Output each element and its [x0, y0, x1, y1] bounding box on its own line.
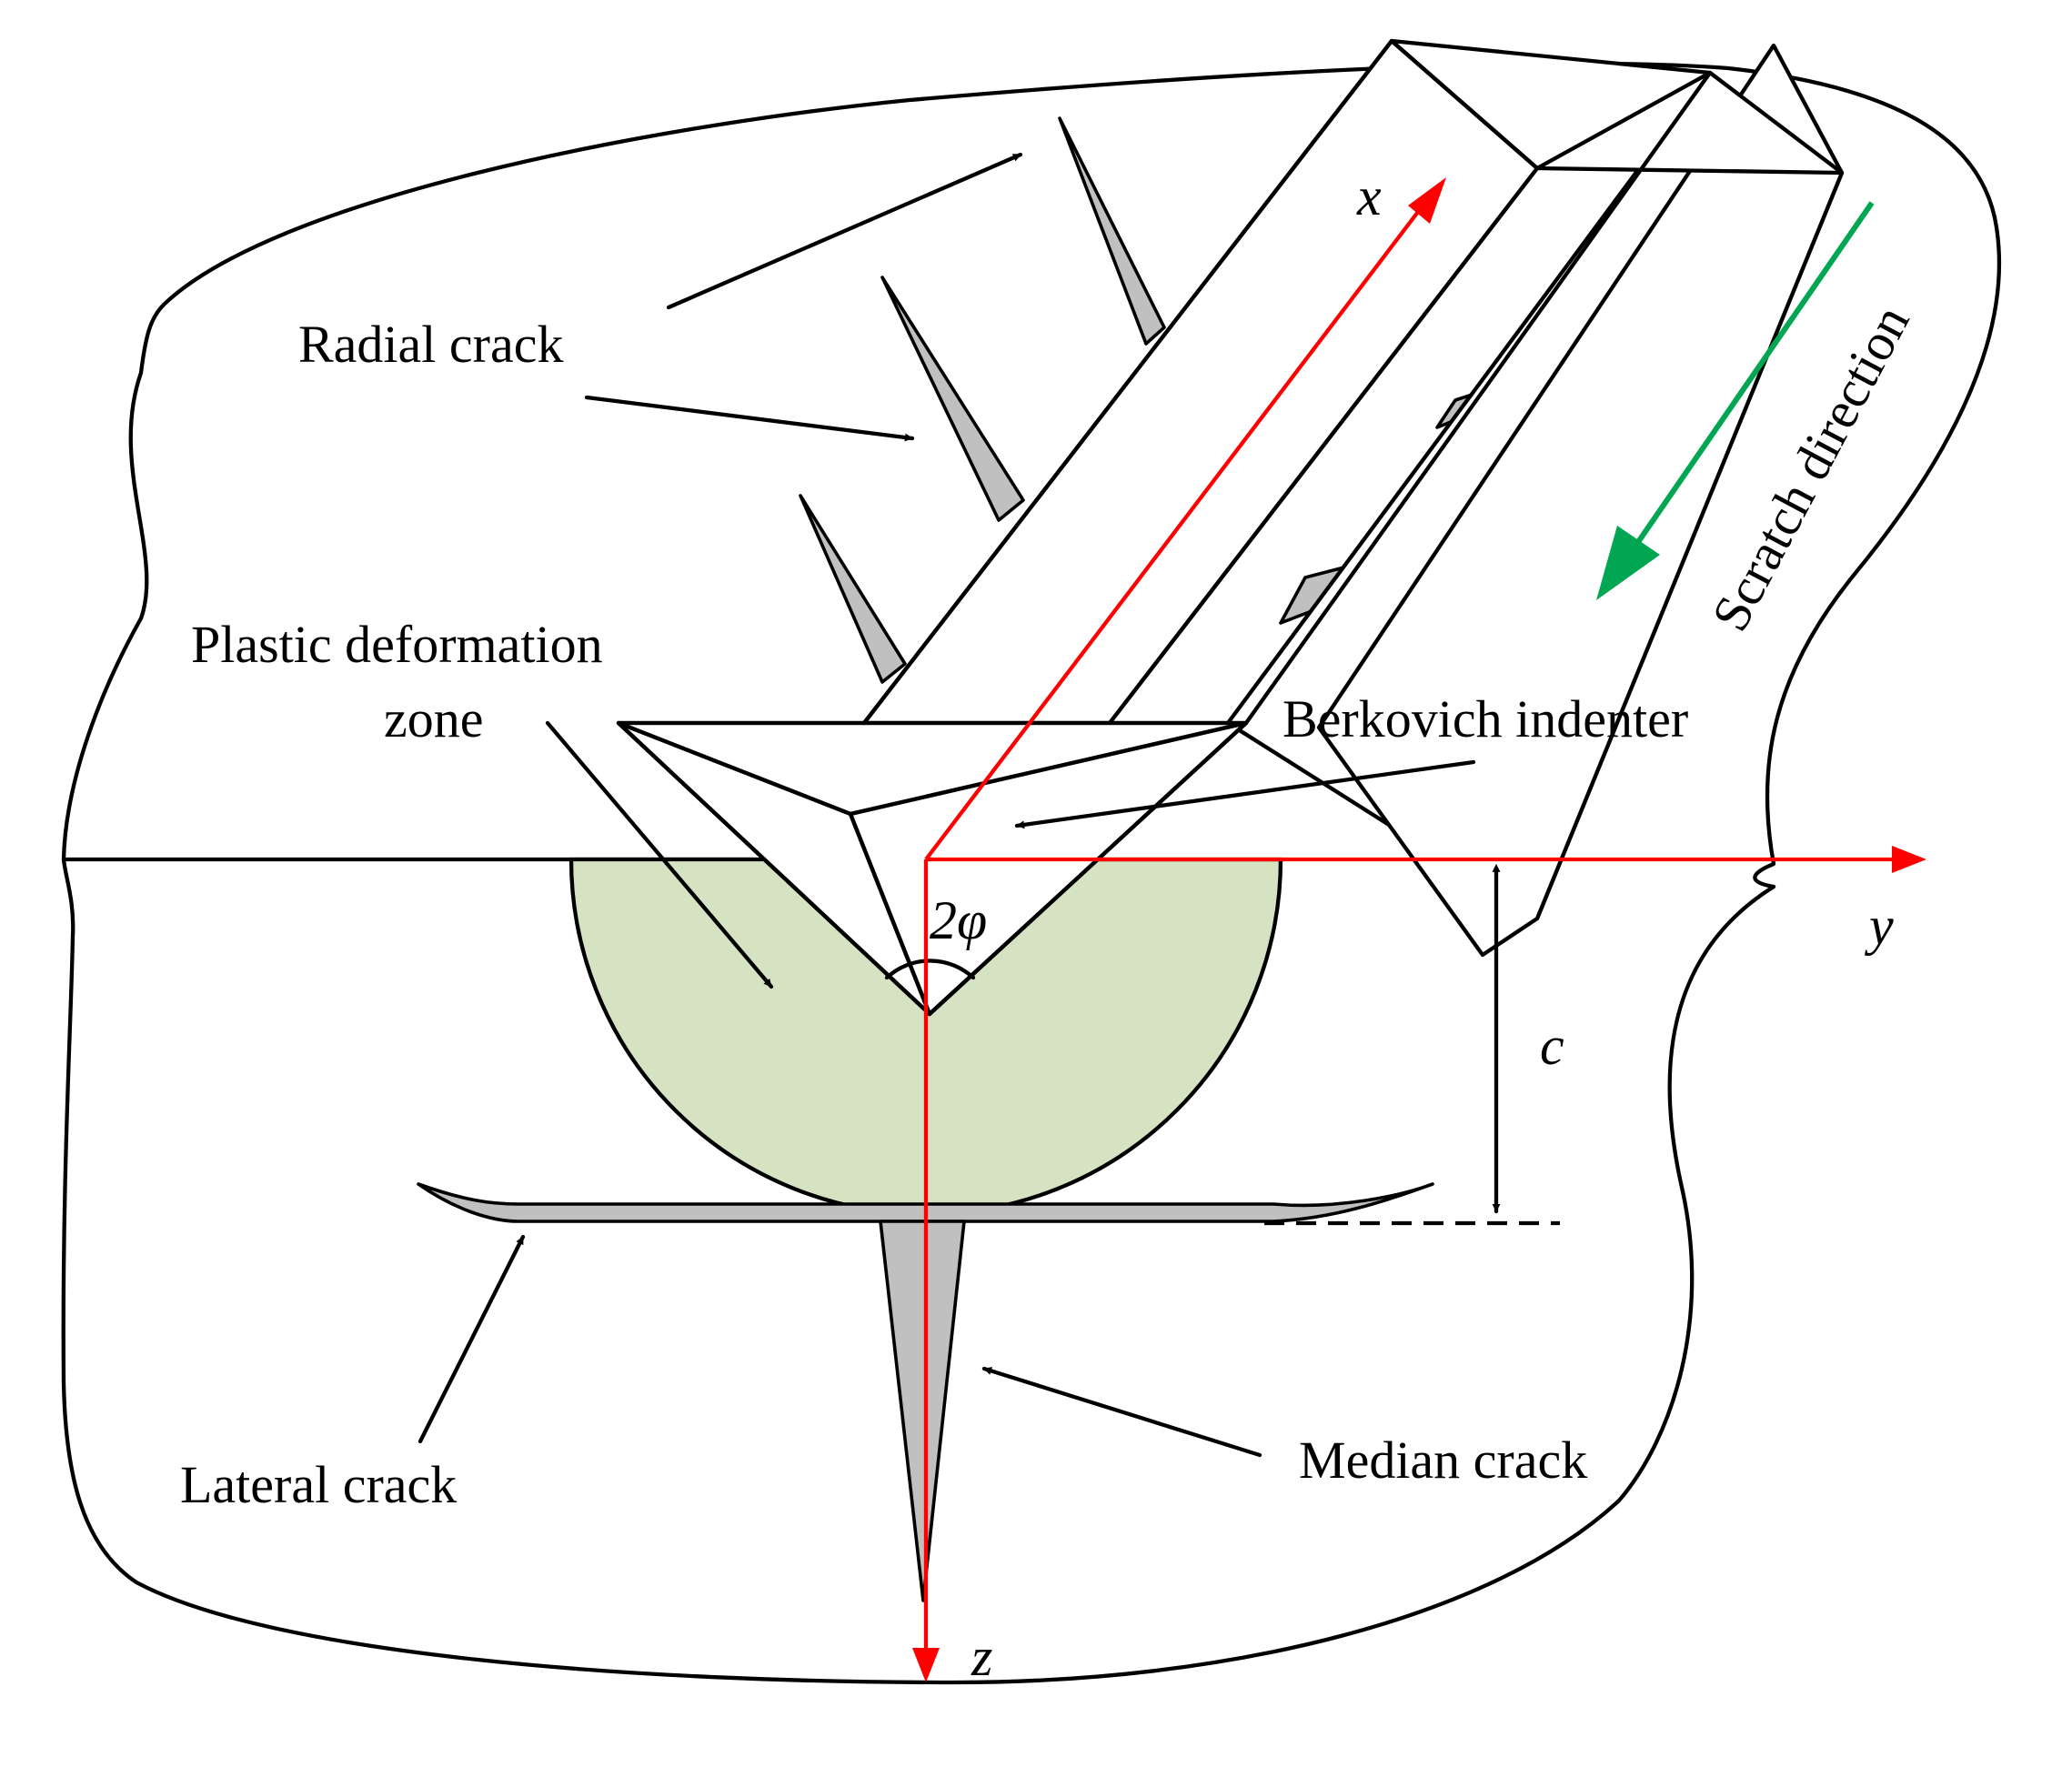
- berkovich-indenter: [616, 38, 1845, 1017]
- x-axis-label: x: [1356, 166, 1382, 226]
- scratch-direction-arrowhead: [1596, 526, 1660, 600]
- radial-crack-1: [1058, 116, 1166, 346]
- depth-label: c: [1540, 1016, 1564, 1076]
- z-axis-arrowhead: [912, 1648, 940, 1682]
- radial-crack-2: [880, 276, 1025, 522]
- y-axis-label: y: [1864, 896, 1894, 956]
- angle-label: 2φ: [930, 890, 987, 950]
- radial-crack-leader-lower: [584, 395, 915, 442]
- indenter-leader: [1014, 759, 1476, 829]
- lateral-crack: [417, 1182, 1434, 1223]
- radial-crack-3: [799, 494, 907, 684]
- scratch-direction-arrow: [1625, 201, 1875, 558]
- plastic-zone-leader: [545, 720, 774, 989]
- angle-arc: [884, 959, 976, 980]
- lateral-crack-label: Lateral crack: [180, 1455, 457, 1514]
- indenter-label: Berkovich indenter: [1282, 689, 1688, 748]
- plastic-zone-label-line1: Plastic deformation: [191, 615, 603, 674]
- radial-crack-leader-upper: [666, 152, 1023, 310]
- plastic-zone-label-line2: zone: [384, 689, 484, 748]
- lateral-crack-leader: [417, 1234, 526, 1444]
- x-axis-arrowhead: [1408, 177, 1446, 224]
- median-crack-label: Median crack: [1299, 1431, 1587, 1490]
- y-axis-arrowhead: [1892, 846, 1926, 873]
- radial-crack-label: Radial crack: [298, 315, 563, 374]
- coordinate-axes: [912, 177, 1926, 1682]
- median-crack-leader: [981, 1366, 1262, 1458]
- x-axis: [924, 203, 1425, 861]
- median-crack: [879, 1220, 966, 1602]
- z-axis-label: z: [971, 1627, 992, 1687]
